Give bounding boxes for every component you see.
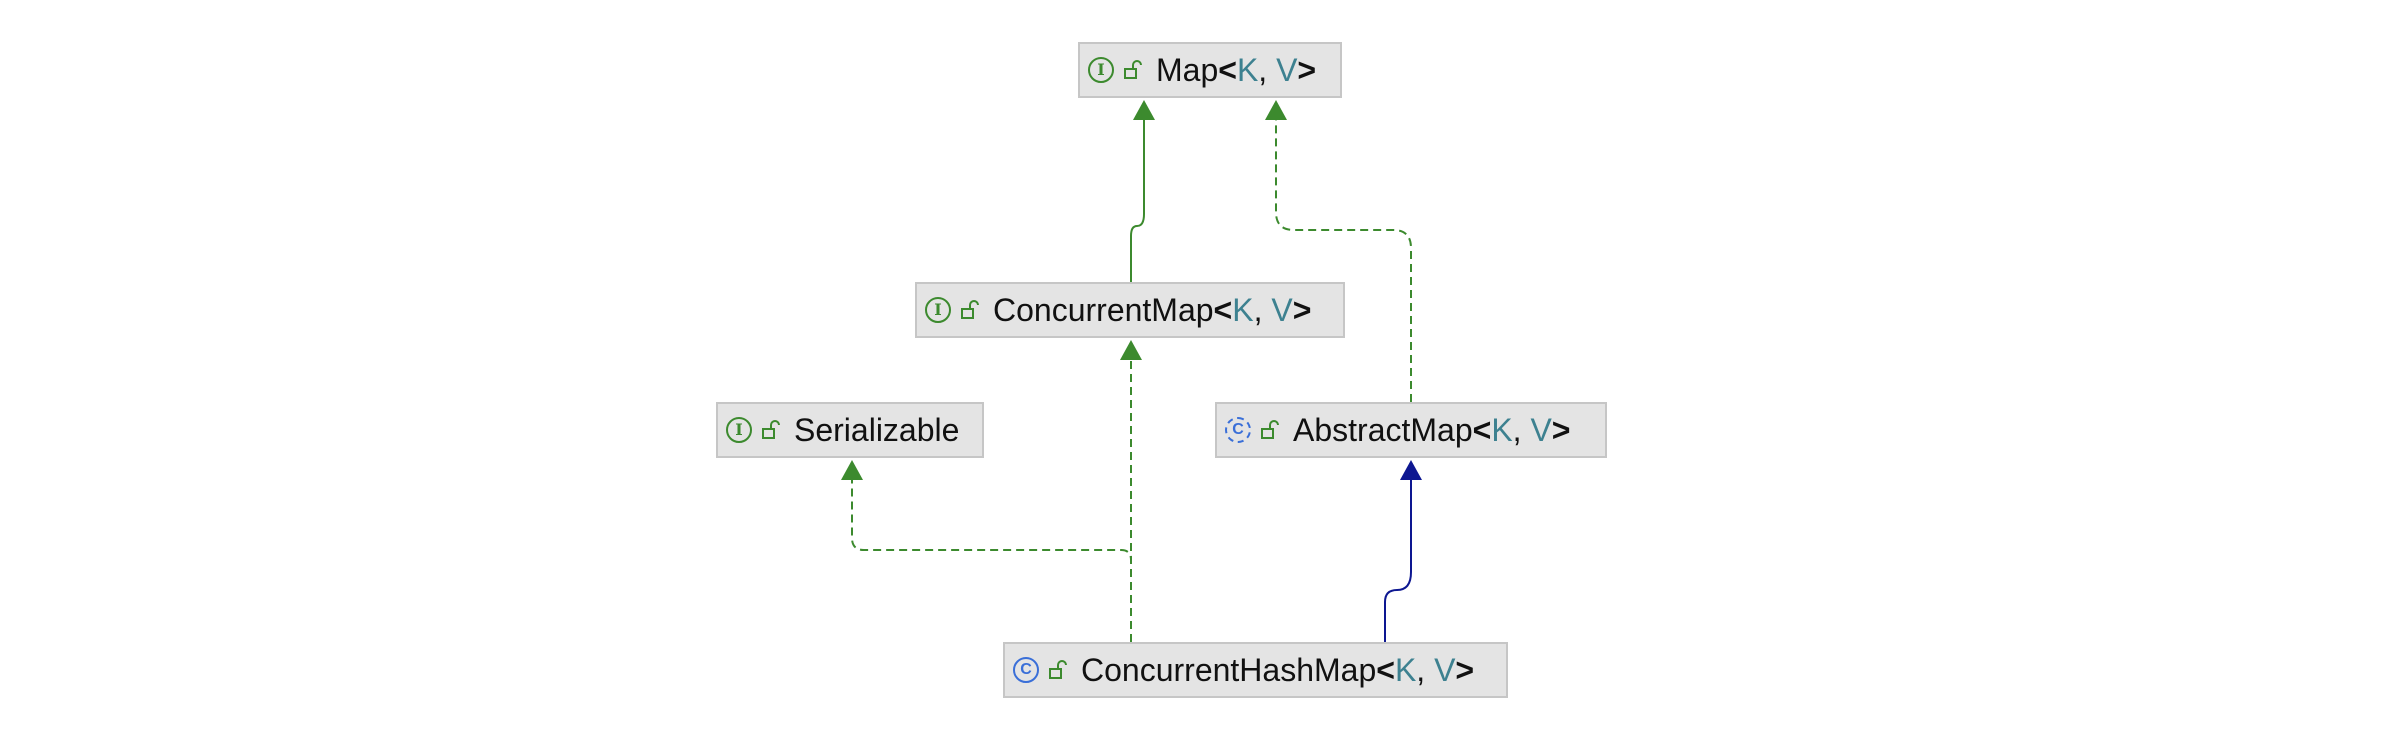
param-separator: , (1258, 51, 1277, 88)
interface-icon: I (1088, 57, 1114, 83)
edge-concurrent-hash-map-to-serializable (851, 478, 1132, 642)
class-name: AbstractMap (1293, 411, 1473, 448)
generic-close: > (1297, 51, 1317, 88)
type-param-v: V (1276, 51, 1298, 88)
lock-open-icon (1049, 660, 1067, 679)
node-label: ConcurrentHashMap<K, V> (1081, 652, 1474, 689)
arrowhead-serializable (841, 460, 863, 480)
abstract-class-icon: C (1225, 417, 1251, 443)
generic-open: < (1218, 51, 1237, 88)
lock-open-icon (1261, 420, 1279, 439)
lock-open-icon (961, 300, 979, 319)
node-map[interactable]: I Map<K, V> (1078, 42, 1342, 98)
node-label: Map<K, V> (1156, 52, 1316, 89)
type-param-k: K (1236, 51, 1259, 88)
type-param-k: K (1232, 291, 1254, 328)
generic-open: < (1376, 651, 1395, 688)
node-label: ConcurrentMap<K, V> (993, 292, 1311, 329)
edge-concurrent-map-to-map (1130, 118, 1145, 282)
generic-close: > (1551, 411, 1571, 448)
arrowhead-concurrent-map (1120, 340, 1142, 360)
interface-icon: I (726, 417, 752, 443)
lock-open-icon (1124, 60, 1142, 79)
class-name: Map (1156, 51, 1219, 88)
class-name: ConcurrentMap (993, 291, 1214, 328)
edge-abstract-map-to-map (1275, 118, 1412, 402)
arrowhead-map (1133, 100, 1155, 120)
type-param-k: K (1491, 411, 1513, 448)
generic-close: > (1455, 651, 1475, 688)
class-name: Serializable (794, 411, 960, 448)
edge-concurrent-hash-map-to-abstract-map (1384, 478, 1412, 642)
param-separator: , (1253, 291, 1272, 328)
type-param-v: V (1434, 651, 1456, 688)
type-param-v: V (1530, 411, 1552, 448)
param-separator: , (1416, 651, 1435, 688)
type-param-v: V (1271, 291, 1293, 328)
arrowhead-abstract-map (1400, 460, 1422, 480)
param-separator: , (1512, 411, 1531, 448)
lock-open-icon (762, 420, 780, 439)
generic-open: < (1472, 411, 1492, 448)
type-param-k: K (1394, 651, 1417, 688)
node-label: Serializable (794, 412, 959, 449)
generic-close: > (1292, 291, 1312, 328)
interface-icon: I (925, 297, 951, 323)
generic-open: < (1213, 291, 1233, 328)
node-concurrent-hash-map[interactable]: C ConcurrentHashMap<K, V> (1003, 642, 1508, 698)
class-icon: C (1013, 657, 1039, 683)
node-concurrent-map[interactable]: I ConcurrentMap<K, V> (915, 282, 1345, 338)
arrowhead-map (1265, 100, 1287, 120)
node-label: AbstractMap<K, V> (1293, 412, 1570, 449)
class-name: ConcurrentHashMap (1081, 651, 1377, 688)
node-abstract-map[interactable]: C AbstractMap<K, V> (1215, 402, 1607, 458)
node-serializable[interactable]: I Serializable (716, 402, 984, 458)
